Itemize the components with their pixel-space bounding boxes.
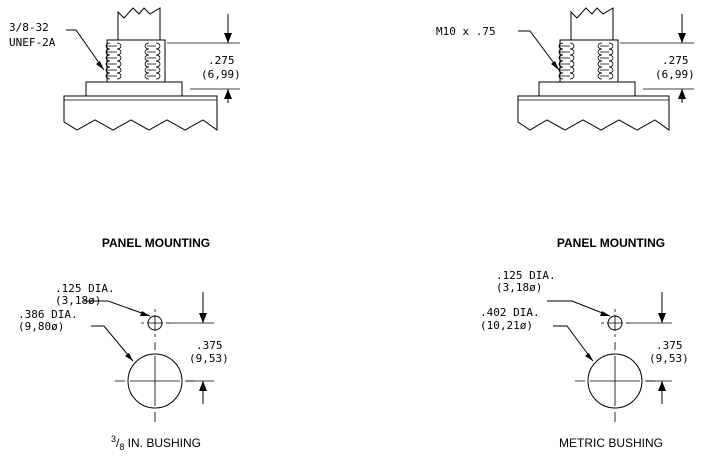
left-bushing-caption: 3/8 IN. BUSHING <box>111 434 201 452</box>
left-thread-callout-line2: UNEF-2A <box>9 36 56 49</box>
left-bushing-side-view <box>63 7 240 131</box>
left-panel-mounting-heading: PANEL MOUNTING <box>102 236 210 250</box>
left-large-hole-dia: .386 DIA. <box>18 308 78 321</box>
right-spacing-dimension: .375 <box>656 339 683 352</box>
right-height-dimension-metric: (6,99) <box>655 68 695 81</box>
right-thread-callout: M10 x .75 <box>436 25 496 38</box>
left-spacing-dimension-metric: (9,53) <box>189 352 229 365</box>
left-thread-callout-line1: 3/8-32 <box>9 21 49 34</box>
left-panel-mounting-view <box>84 292 214 422</box>
caption-fraction-numerator: 3 <box>111 434 116 444</box>
right-bushing-caption: METRIC BUSHING <box>559 436 663 450</box>
right-small-hole-dia-metric: (3,18ø) <box>496 281 542 294</box>
left-large-hole-dia-metric: (9,80ø) <box>18 320 64 333</box>
right-height-dimension: .275 <box>662 54 689 67</box>
caption-fraction-denominator: 8 <box>119 442 124 452</box>
right-bushing-side-view <box>517 7 694 131</box>
left-small-hole-dia: .125 DIA. <box>55 282 115 295</box>
right-panel-mounting-view <box>547 292 672 422</box>
left-small-hole-dia-metric: (3,18ø) <box>55 294 101 307</box>
left-height-dimension-metric: (6,99) <box>201 68 241 81</box>
left-height-dimension: .275 <box>208 54 235 67</box>
right-small-hole-dia: .125 DIA. <box>496 269 556 282</box>
right-large-hole-dia-metric: (10,21ø) <box>480 319 533 332</box>
right-spacing-dimension-metric: (9,53) <box>649 352 689 365</box>
left-spacing-dimension: .375 <box>196 339 223 352</box>
caption-bushing-text: IN. BUSHING <box>124 436 201 450</box>
right-large-hole-dia: .402 DIA. <box>480 306 540 319</box>
right-panel-mounting-heading: PANEL MOUNTING <box>557 236 665 250</box>
